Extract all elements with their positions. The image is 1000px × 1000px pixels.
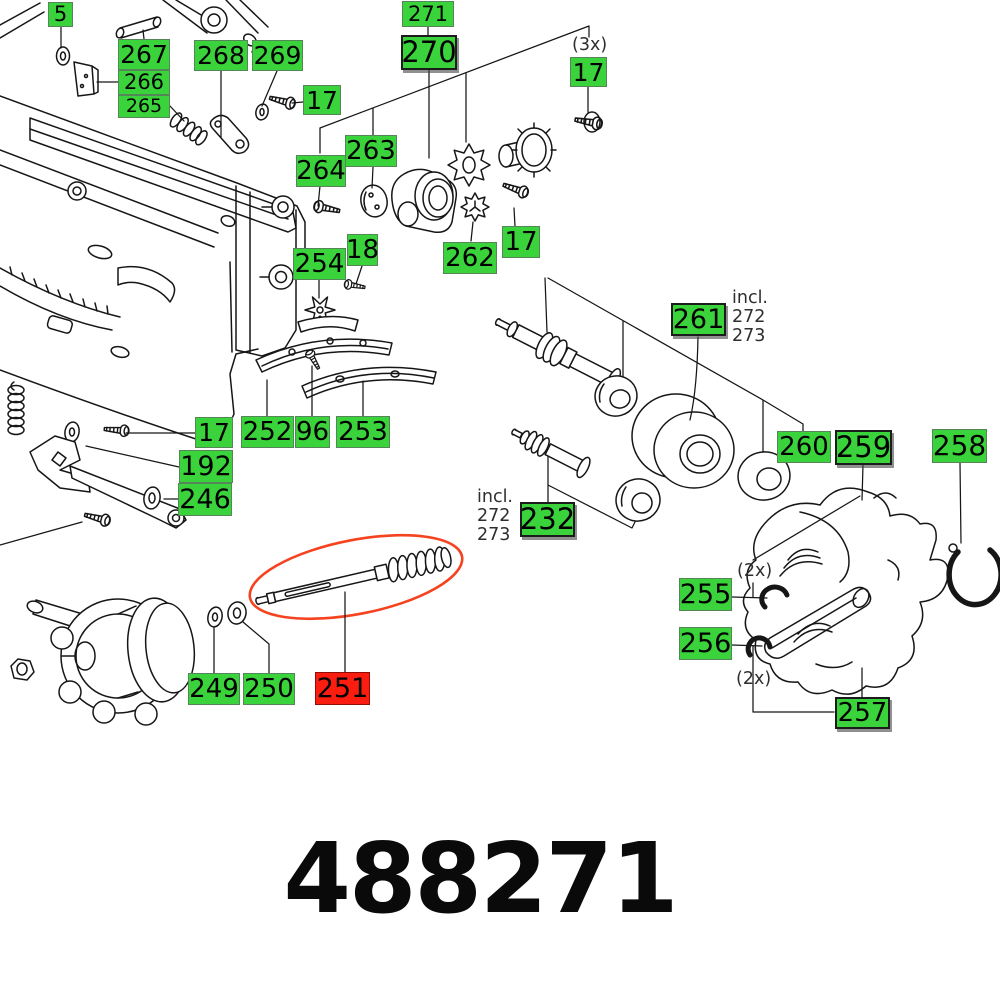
annotation-incl-232: incl. 272 273 (477, 487, 513, 545)
part-badge-17-c[interactable]: 17 (502, 226, 540, 258)
part-badge-252[interactable]: 252 (241, 416, 294, 448)
part-badge-250[interactable]: 250 (243, 673, 295, 705)
part-badge-263[interactable]: 263 (345, 135, 397, 167)
part-badge-264[interactable]: 264 (296, 155, 346, 187)
part-badge-262[interactable]: 262 (443, 242, 497, 274)
part-badge-259[interactable]: 259 (835, 430, 892, 465)
part-badge-265[interactable]: 265 (118, 95, 170, 118)
gear-cluster (312, 111, 604, 234)
part-badge-258[interactable]: 258 (932, 429, 987, 463)
part-badge-260[interactable]: 260 (777, 431, 831, 463)
rod-part-251 (248, 533, 464, 621)
part-badge-246[interactable]: 246 (178, 483, 232, 516)
part-badge-232[interactable]: 232 (519, 502, 576, 537)
part-badge-5[interactable]: 5 (48, 2, 73, 27)
part-badge-256[interactable]: 256 (679, 627, 732, 660)
annotation-qty-3x: (3x) (572, 35, 608, 55)
annotation-qty-2x-upper: (2x) (737, 561, 773, 581)
shaft-cluster (494, 318, 791, 522)
part-badge-249[interactable]: 249 (188, 673, 240, 705)
clamp-housing (742, 487, 1000, 695)
left-lower-parts (7, 381, 187, 529)
part-badge-261[interactable]: 261 (671, 303, 726, 336)
part-badge-253[interactable]: 253 (336, 416, 390, 448)
part-badge-254[interactable]: 254 (293, 248, 346, 280)
sector-arms (255, 278, 437, 399)
part-badge-266[interactable]: 266 (118, 70, 170, 95)
part-badge-257[interactable]: 257 (835, 697, 890, 729)
part-badge-270[interactable]: 270 (401, 35, 457, 70)
part-badge-192[interactable]: 192 (179, 450, 233, 483)
part-badge-269[interactable]: 269 (252, 40, 303, 71)
part-badge-17-a[interactable]: 17 (303, 85, 341, 115)
part-number: 488271 (283, 822, 679, 935)
part-badge-96[interactable]: 96 (295, 416, 330, 448)
leader-lines (0, 25, 962, 713)
annotation-incl-261: incl. 272 273 (732, 288, 768, 346)
part-badge-271[interactable]: 271 (402, 1, 454, 27)
part-badge-17-b[interactable]: 17 (570, 57, 607, 87)
handwheel (10, 597, 247, 726)
part-badge-255[interactable]: 255 (679, 578, 732, 611)
part-badge-268[interactable]: 268 (194, 40, 248, 71)
highlight-ellipse (248, 533, 464, 621)
part-badge-18[interactable]: 18 (345, 234, 380, 266)
part-badge-251[interactable]: 251 (315, 672, 370, 705)
top-left-parts (55, 16, 298, 155)
part-badge-17-d[interactable]: 17 (195, 417, 233, 448)
part-badge-267[interactable]: 267 (118, 39, 170, 70)
annotation-qty-2x-lower: (2x) (736, 669, 772, 689)
